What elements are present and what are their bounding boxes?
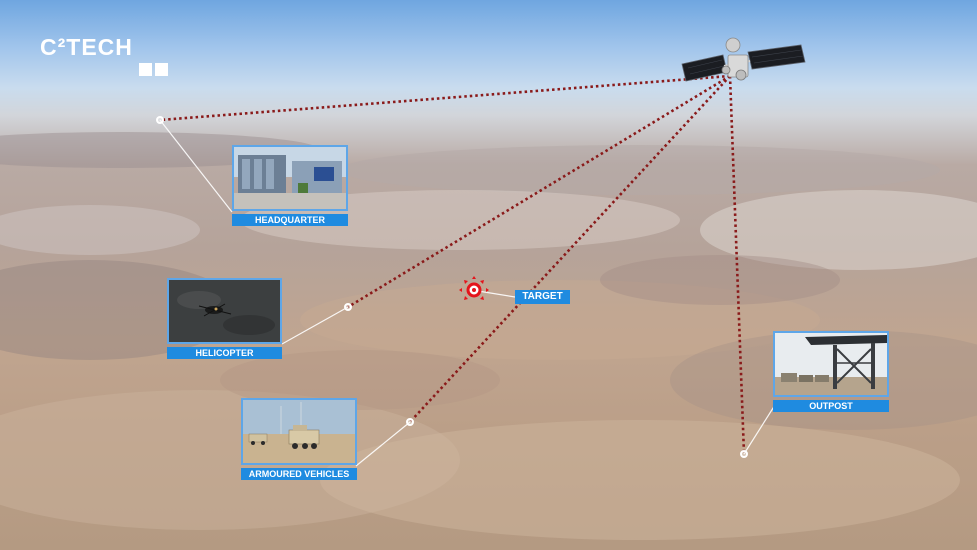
satellite-icon bbox=[681, 37, 806, 82]
target-leader-line bbox=[477, 290, 516, 298]
helicopter-node-marker bbox=[344, 303, 352, 311]
headquarter-label: HEADQUARTER bbox=[232, 214, 348, 226]
headquarter-photo bbox=[232, 145, 348, 211]
hq-leader-line bbox=[159, 119, 233, 213]
outpost-leader-line bbox=[743, 404, 776, 455]
outpost-label: OUTPOST bbox=[773, 400, 889, 412]
link-satellite-helicopter bbox=[347, 74, 731, 309]
link-satellite-outpost bbox=[728, 75, 746, 455]
armoured-leader-line bbox=[355, 421, 411, 467]
link-satellite-headquarter bbox=[159, 74, 731, 122]
helicopter-leader-line bbox=[281, 306, 349, 345]
target-label: TARGET bbox=[515, 290, 570, 304]
armoured-vehicles-label: ARMOURED VEHICLES bbox=[241, 468, 357, 480]
helicopter-label: HELICOPTER bbox=[167, 347, 282, 359]
logo-squares bbox=[139, 63, 169, 76]
link-satellite-armoured bbox=[409, 75, 731, 423]
target-reticle-icon bbox=[459, 276, 489, 300]
outpost-node-marker bbox=[740, 450, 748, 458]
helicopter-photo bbox=[167, 278, 282, 344]
armoured-node-marker bbox=[406, 418, 414, 426]
armoured-vehicles-photo bbox=[241, 398, 357, 465]
company-logo: C²TECH bbox=[40, 34, 133, 60]
headquarter-node-marker bbox=[156, 116, 164, 124]
outpost-photo bbox=[773, 331, 889, 397]
